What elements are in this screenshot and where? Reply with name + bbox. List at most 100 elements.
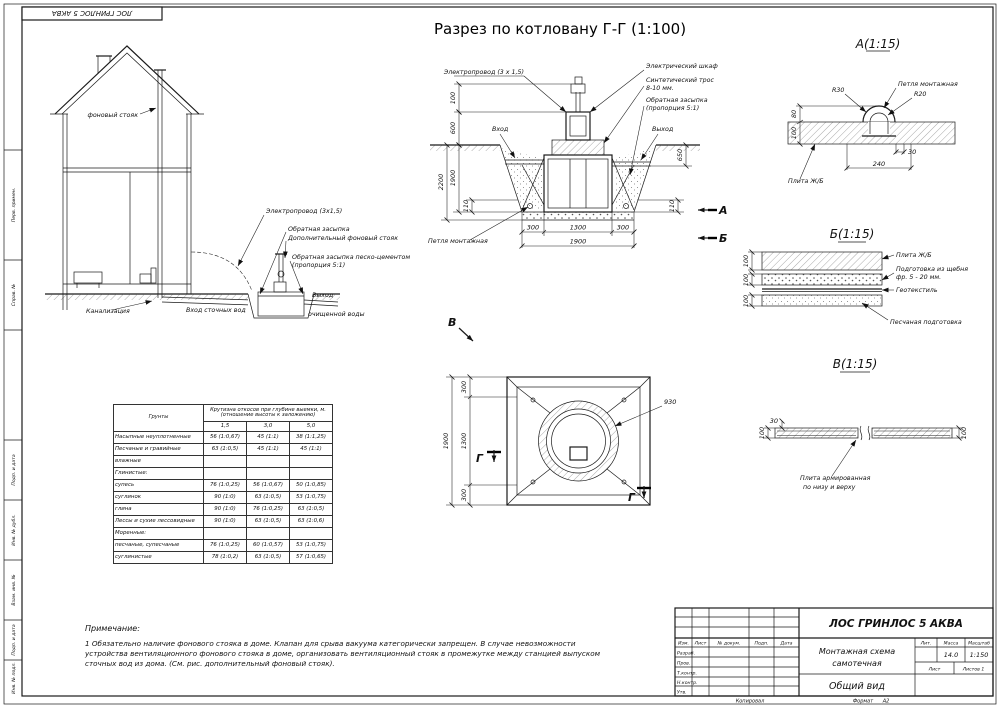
svg-text:Масса: Масса — [944, 641, 959, 647]
svg-text:300: 300 — [460, 489, 468, 501]
sheet-frame: Перв. примен. Справ. № Подп. и дата Инв.… — [3, 3, 997, 705]
strip-label: Подп. и дата — [11, 624, 17, 655]
septic-tank — [543, 154, 613, 213]
svg-text:30: 30 — [770, 417, 778, 425]
svg-text:100: 100 — [742, 255, 750, 267]
stamp-scale: 1:150 — [970, 651, 989, 659]
table-row: Глинистые: — [113, 467, 334, 480]
label-outlet-house2: очищенной воды — [308, 311, 365, 318]
label-extra-riser: Дополнительный фоновый стояк — [287, 235, 398, 242]
label-electro-pit: Электропровод (3 х 1,5) — [443, 69, 524, 76]
stamp-copied: Копировал — [736, 699, 765, 705]
section-marker-g-left: Г — [476, 452, 484, 465]
stamp-mass: 14.0 — [944, 651, 958, 659]
svg-text:Лист: Лист — [928, 667, 941, 673]
detail-b-title: Б(1:15) — [830, 227, 875, 241]
svg-text:80: 80 — [790, 110, 798, 118]
label-outlet-pit: Выход — [652, 126, 673, 133]
house-section: фоновый стояк Электропровод (3х1,5) Обра… — [45, 45, 410, 319]
section-marker-g-right: Г — [628, 491, 636, 504]
stamp-view: Общий вид — [829, 681, 885, 692]
strip-label: Перв. примен. — [11, 188, 17, 223]
label-outlet-house1: Выход — [312, 292, 333, 299]
table-header-soils: Грунты — [113, 404, 204, 432]
tank-lid — [551, 139, 605, 156]
svg-text:2200: 2200 — [437, 174, 445, 191]
label-geotextile: Геотекстиль — [896, 287, 938, 294]
label-slab-v1: Плита армированная — [800, 475, 871, 482]
stamp-format-value: А2 — [882, 699, 890, 705]
label-r30: R30 — [832, 87, 844, 94]
label-gravel1: Подготовка из щебня — [896, 265, 968, 273]
label-slab-a: Плита Ж/Б — [788, 178, 824, 185]
svg-text:Формат: Формат — [853, 699, 874, 705]
label-slab-b: Плита Ж/Б — [896, 252, 932, 259]
notes: Примечание: 1 Обязательно наличие фоново… — [85, 624, 685, 669]
table-row: Моренные: — [113, 527, 334, 540]
svg-text:Утв.: Утв. — [677, 690, 687, 696]
plan-view: В 930 — [442, 316, 676, 508]
pit-section: Электропровод (3 х 1,5) Электрический шк… — [428, 63, 728, 249]
label-backfill-pit1: Обратная засыпка — [646, 96, 708, 104]
notes-line: 1 Обязательно наличие фонового стояка в … — [85, 639, 576, 648]
slope-table: Грунты Крутизна откосов при глубине выем… — [113, 404, 334, 564]
bathtub — [73, 271, 103, 284]
svg-text:300: 300 — [617, 224, 629, 232]
label-backfill-house: Обратная засыпка — [288, 225, 350, 233]
svg-text:650: 650 — [676, 149, 684, 161]
label-sewer: Канализация — [86, 308, 130, 315]
strip-label: Подп. и дата — [11, 454, 17, 485]
label-sand: Песчаная подготовка — [890, 319, 962, 326]
mounting-loop-right — [623, 203, 629, 209]
label-backfill-cement2: (пропорция 5:1) — [292, 262, 345, 269]
svg-text:300: 300 — [527, 224, 539, 232]
svg-text:№ докум.: № докум. — [717, 641, 741, 647]
svg-text:600: 600 — [449, 122, 457, 134]
strip-label: Справ. № — [11, 284, 17, 307]
title-block: ЛОС ГРИНЛОС 5 АКВА Монтажная схема самот… — [674, 607, 994, 705]
label-backfill-cement: Обратная засыпка песко-цементом — [292, 253, 410, 261]
label-electro-house: Электропровод (3х1,5) — [265, 208, 342, 215]
pit-dimensions: 100 600 1900 2200 650 110 110 — [437, 81, 692, 249]
stamp-doc2: самотечная — [832, 659, 882, 668]
section-marker-b: Б — [719, 232, 727, 245]
table-row: влажные — [113, 455, 334, 468]
label-backfill-pit2: (пропорция 5:1) — [646, 105, 699, 112]
svg-text:Подп.: Подп. — [755, 641, 769, 647]
svg-text:1900: 1900 — [442, 433, 450, 450]
section-marker-a: А — [718, 204, 728, 217]
svg-text:Изм.: Изм. — [678, 641, 689, 647]
plan-dim-930: 930 — [664, 398, 676, 406]
strip-label: Взам. инв. № — [11, 574, 17, 605]
table-header-span: Крутизна откосов при глубине выемки, м.(… — [202, 404, 334, 422]
svg-text:300: 300 — [460, 381, 468, 393]
mounting-loop-left — [527, 203, 533, 209]
notes-title: Примечание: — [85, 624, 140, 633]
label-r20: R20 — [914, 91, 926, 98]
svg-text:Н.контр.: Н.контр. — [677, 680, 698, 686]
svg-text:100: 100 — [742, 274, 750, 286]
detail-v-slab-left — [774, 427, 859, 439]
label-loop-a: Петля монтажная — [898, 81, 958, 88]
label-cabinet: Электрический шкаф — [645, 63, 718, 70]
stamp-product: ЛОС ГРИНЛОС 5 АКВА — [828, 618, 963, 630]
svg-text:Лит.: Лит. — [920, 641, 932, 647]
detail-b: Б(1:15) 100 100 100 Плита Ж/Б Подготовка… — [742, 227, 968, 326]
svg-text:100: 100 — [960, 427, 968, 439]
strip-label: Инв. № подл. — [11, 662, 17, 694]
label-inlet-pit: Вход — [492, 126, 508, 133]
detail-a-title: А(1:15) — [855, 37, 901, 51]
svg-text:100: 100 — [790, 127, 798, 139]
stamp-doc1: Монтажная схема — [819, 647, 895, 656]
detail-b-sand — [761, 294, 883, 307]
notes-line: сточных вод из дома. (См. рис. дополните… — [85, 659, 335, 668]
svg-text:100: 100 — [758, 427, 766, 439]
